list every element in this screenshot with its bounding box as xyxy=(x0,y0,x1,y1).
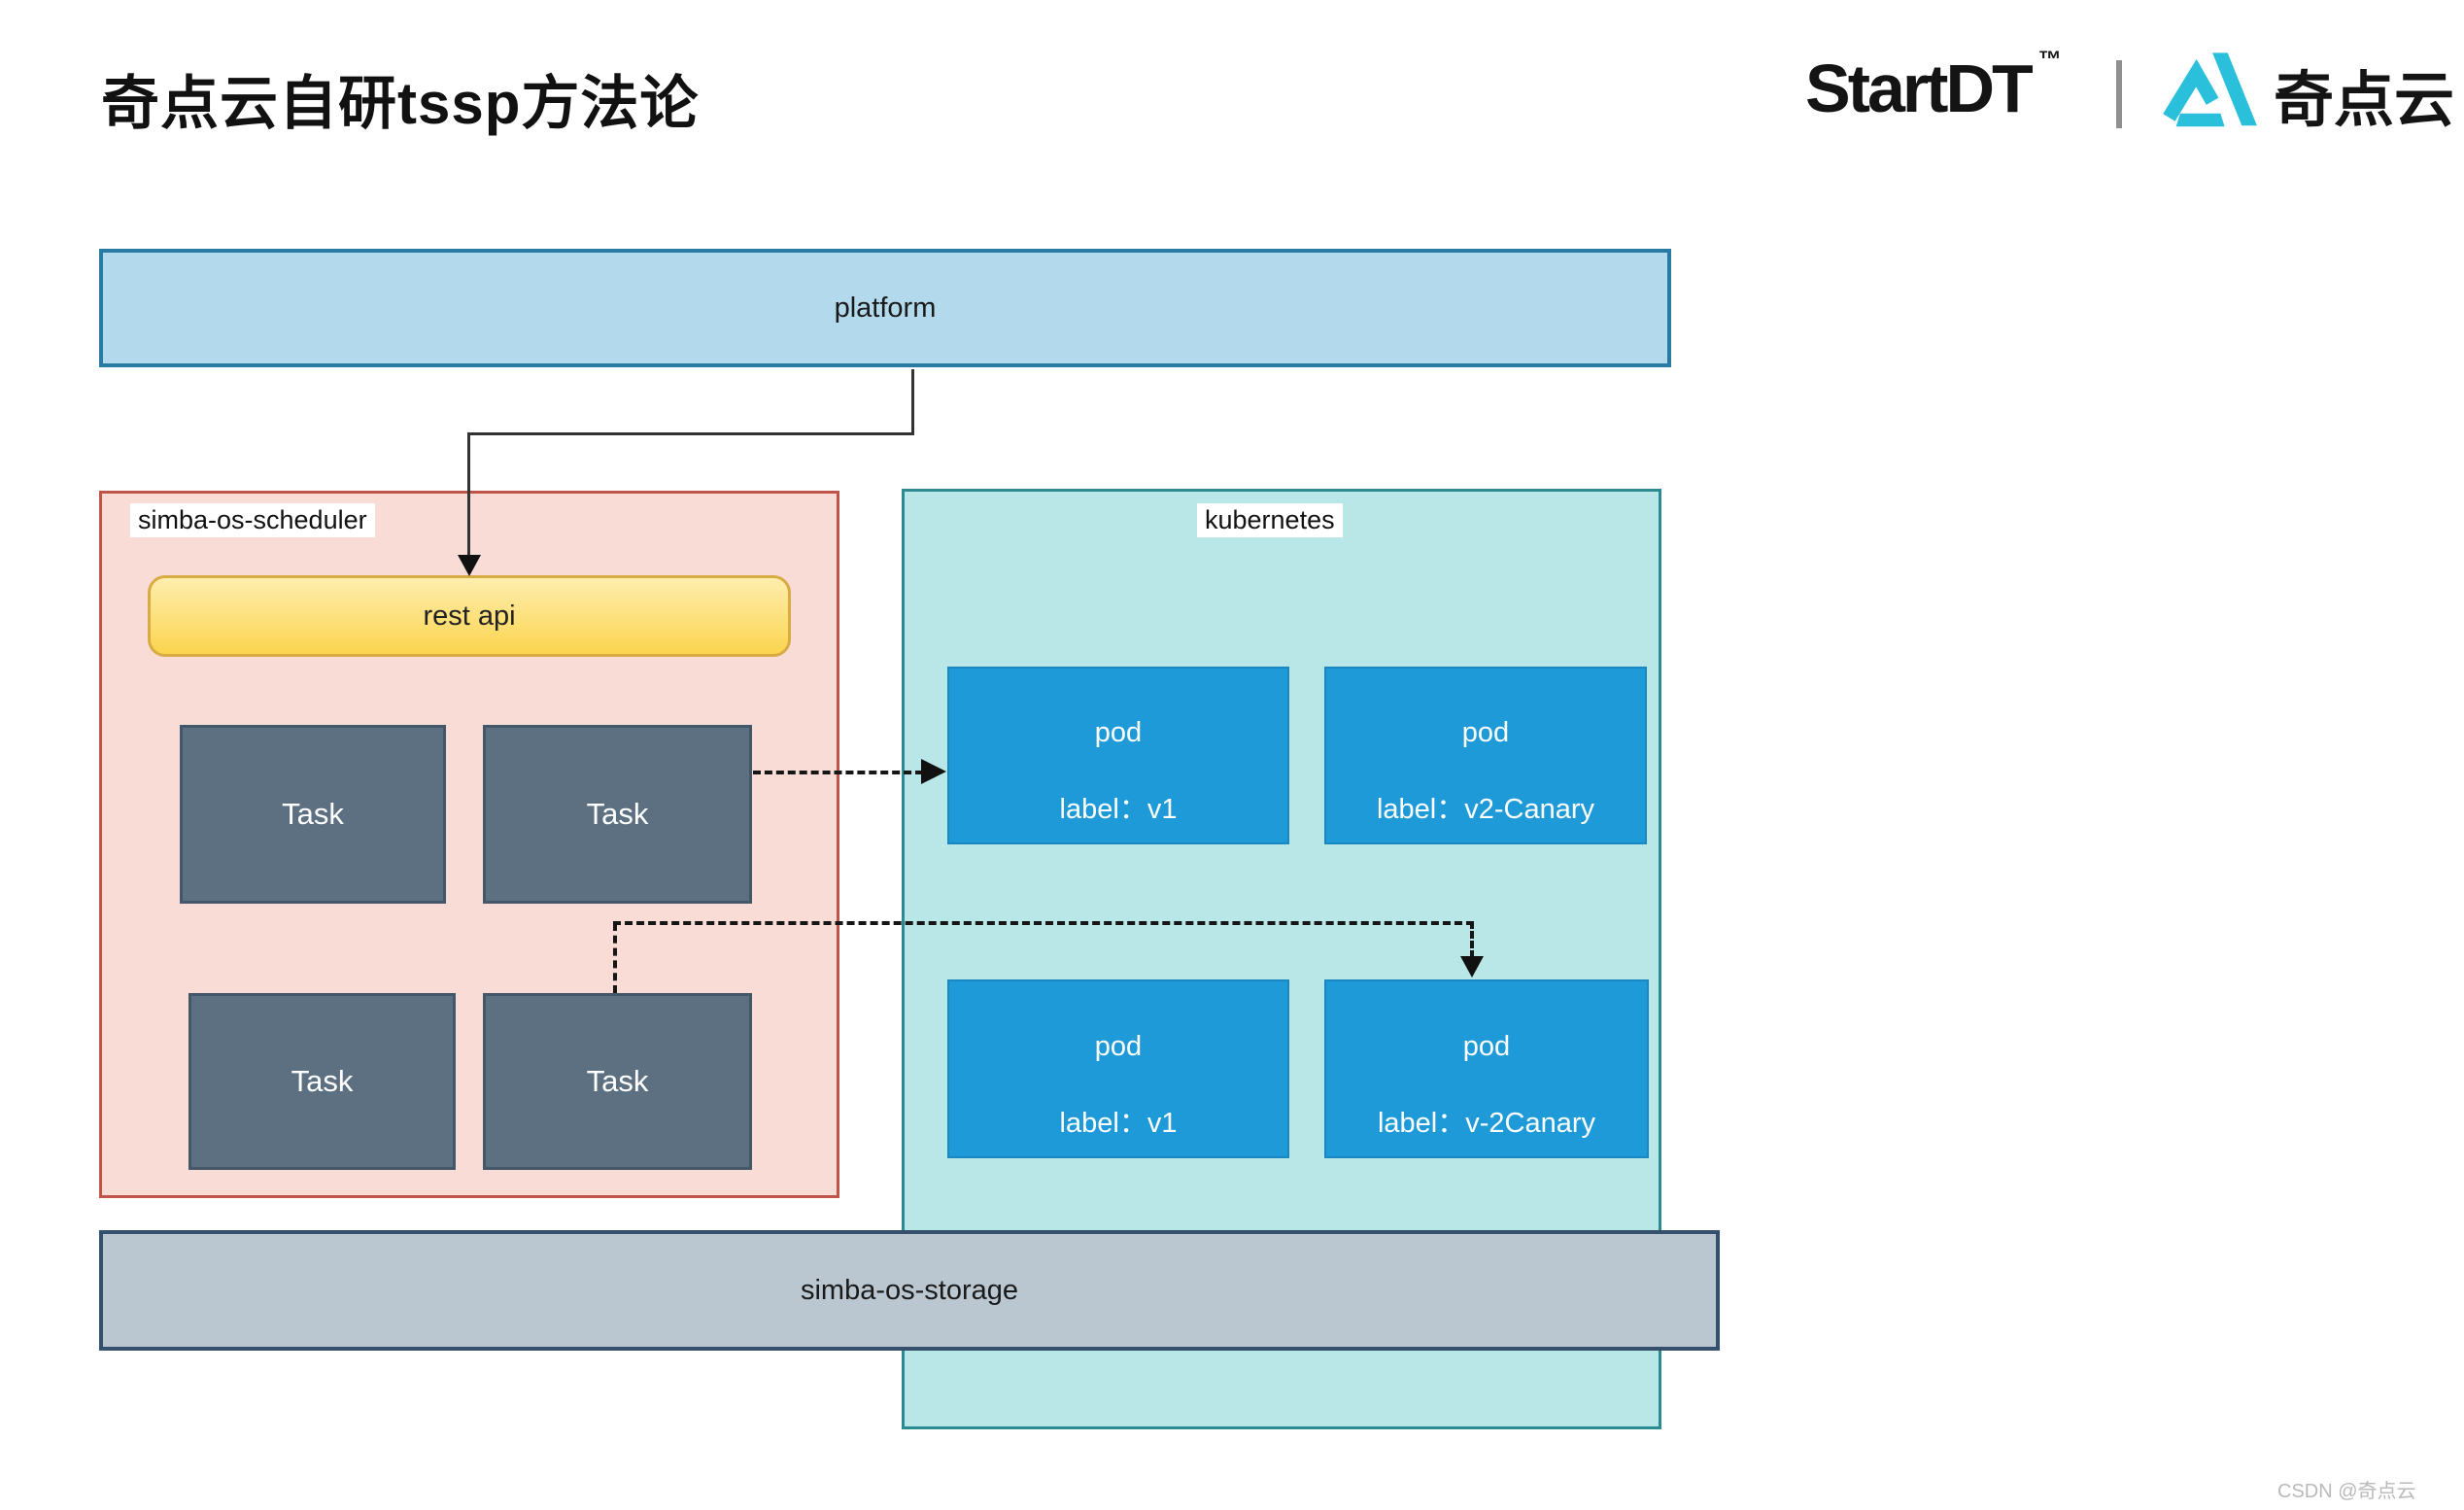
task-label: Task xyxy=(291,1064,354,1098)
pod-label: label：v2-Canary xyxy=(1376,794,1595,825)
task-box-3: Task xyxy=(188,993,456,1170)
connector-platform-segment-3 xyxy=(467,432,470,557)
arrowhead-down-icon xyxy=(458,555,481,576)
pod-title: pod xyxy=(1094,1031,1143,1062)
arrowhead-right-icon xyxy=(921,759,946,784)
pod-label: label：v1 xyxy=(1059,794,1178,825)
dashed-connector-canary-segment-2 xyxy=(613,921,1474,925)
platform-label: platform xyxy=(834,292,937,324)
task-label: Task xyxy=(586,1064,649,1098)
rest-api-box: rest api xyxy=(148,575,791,657)
dashed-connector-canary-segment-3 xyxy=(1470,921,1474,958)
storage-box: simba-os-storage xyxy=(99,1230,1720,1351)
trademark-symbol: ™ xyxy=(2037,47,2062,73)
task-label: Task xyxy=(586,797,649,831)
task-box-1: Task xyxy=(180,725,446,904)
pod-box-1: pod label：v1 xyxy=(947,667,1289,844)
dashed-connector-canary-segment-1 xyxy=(613,923,617,993)
platform-box: platform xyxy=(99,249,1671,367)
task-box-4: Task xyxy=(483,993,752,1170)
storage-label: simba-os-storage xyxy=(800,1274,1019,1306)
connector-platform-segment-1 xyxy=(911,369,914,435)
pod-title: pod xyxy=(1461,717,1510,748)
task-box-2: Task xyxy=(483,725,752,904)
pod-box-3: pod label：v1 xyxy=(947,979,1289,1158)
kubernetes-label: kubernetes xyxy=(1197,503,1343,537)
pod-title: pod xyxy=(1462,1031,1511,1062)
watermark: CSDN @奇点云 xyxy=(2277,1481,2416,1502)
brand-divider xyxy=(2116,60,2122,128)
dashed-connector-task-to-pod xyxy=(753,771,923,774)
pod-box-4: pod label：v-2Canary xyxy=(1324,979,1649,1158)
connector-platform-segment-2 xyxy=(467,432,914,435)
page-title: 奇点云自研tssp方法论 xyxy=(101,71,700,136)
pod-box-2: pod label：v2-Canary xyxy=(1324,667,1647,844)
pod-title: pod xyxy=(1094,717,1143,748)
rest-api-label: rest api xyxy=(423,600,516,632)
brand-wordmark-text: StartDT xyxy=(1805,51,2034,126)
startdt-logo-icon xyxy=(2163,52,2257,127)
scheduler-label: simba-os-scheduler xyxy=(130,503,375,537)
arrowhead-down-icon xyxy=(1460,956,1484,978)
pod-label: label：v-2Canary xyxy=(1377,1108,1596,1139)
pod-label: label：v1 xyxy=(1059,1108,1178,1139)
brand-cn-name: 奇点云 xyxy=(2274,67,2455,134)
task-label: Task xyxy=(282,797,344,831)
